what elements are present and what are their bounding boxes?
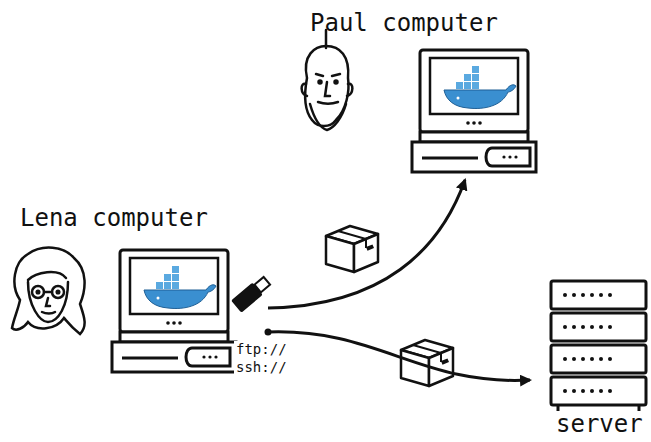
led-dot	[590, 389, 594, 393]
led-dot	[608, 325, 612, 329]
lena-pc	[112, 250, 236, 372]
package	[401, 340, 453, 386]
led-dot	[563, 357, 567, 361]
led-dot	[563, 325, 567, 329]
node-heading: Paul computer	[310, 10, 498, 36]
led-dot	[581, 357, 585, 361]
node-heading: server	[556, 411, 643, 437]
lena-face	[12, 248, 85, 334]
led-dot	[581, 389, 585, 393]
led-dot	[608, 293, 612, 297]
led-dot	[563, 389, 567, 393]
server-rack	[551, 281, 646, 411]
transfer-arrow	[268, 180, 465, 308]
paul-face	[302, 30, 353, 130]
led-dot	[590, 325, 594, 329]
protocol-label: ftp:// ssh://	[234, 341, 296, 376]
led-dot	[563, 293, 567, 297]
led-dot	[590, 293, 594, 297]
usb-stick	[231, 275, 272, 313]
led-dot	[572, 325, 576, 329]
led-dot	[608, 389, 612, 393]
paul-pc	[412, 50, 536, 172]
node-heading: Lena computer	[20, 205, 208, 231]
computer-node: server	[530, 275, 649, 439]
led-dot	[599, 293, 603, 297]
transfer-arrow	[268, 332, 530, 381]
led-dot	[572, 389, 576, 393]
led-dot	[599, 357, 603, 361]
computer-node: Paul computer	[298, 8, 534, 180]
led-dot	[581, 325, 585, 329]
led-dot	[608, 357, 612, 361]
led-dot	[590, 357, 594, 361]
led-dot	[581, 293, 585, 297]
led-dot	[572, 293, 576, 297]
package	[326, 226, 378, 272]
led-dot	[572, 357, 576, 361]
led-dot	[599, 389, 603, 393]
computer-node: Lena computer	[6, 205, 268, 373]
led-dot	[599, 325, 603, 329]
